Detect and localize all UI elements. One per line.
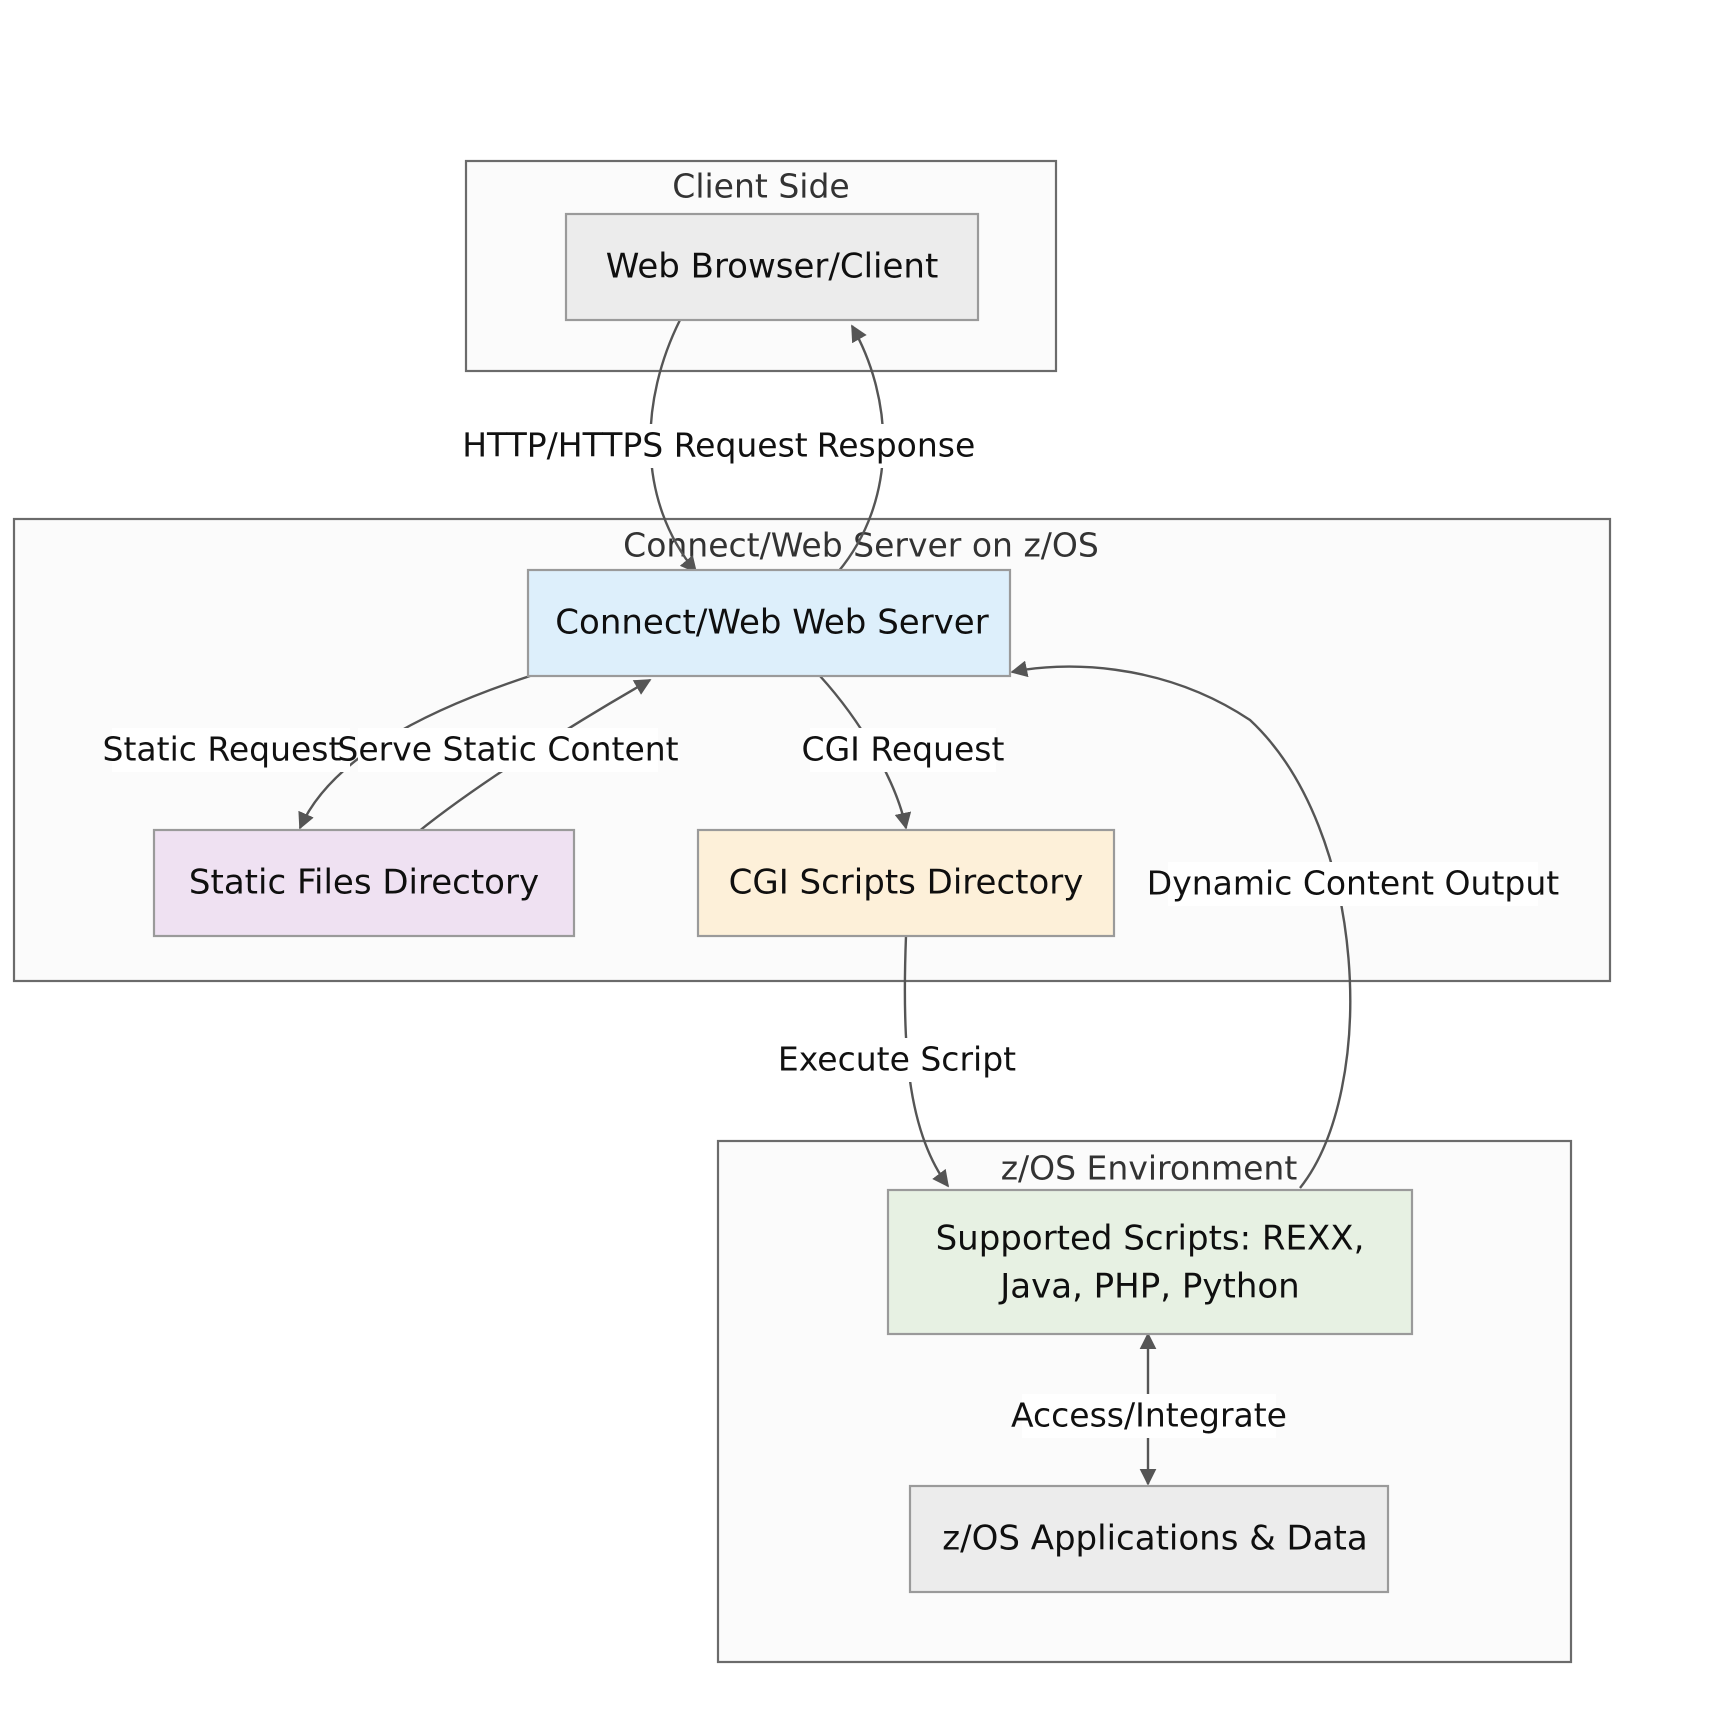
node-web-browser-client-rect[interactable]	[564, 212, 980, 322]
node-zos-applications-data-label: z/OS Applications & Data	[942, 1519, 1367, 1559]
edge-label-access-integrate: Access/Integrate	[1011, 1394, 1287, 1438]
edge-label-dynamic-content-output: Dynamic Content Output	[1147, 862, 1559, 906]
node-web-browser-client[interactable]: Web Browser/Client	[564, 212, 980, 322]
node-supported-scripts-rect[interactable]	[886, 1188, 1414, 1336]
edge-label-execute-script: Execute Script	[778, 1038, 1016, 1082]
node-static-files-directory-label: Static Files Directory	[189, 863, 539, 903]
node-zos-applications-data-rect[interactable]	[908, 1484, 1390, 1594]
node-cgi-scripts-directory-label: CGI Scripts Directory	[729, 863, 1084, 903]
node-connect-web-server[interactable]: Connect/Web Web Server	[526, 568, 1012, 678]
edge-label-response-text: Response	[817, 426, 976, 465]
edge-label-cgi-request-text: CGI Request	[802, 730, 1005, 769]
edge-label-serve-static-content-text: Serve Static Content	[337, 730, 678, 769]
edge-dynamic-content-path	[1010, 660, 1352, 1189]
node-zos-applications-data[interactable]: z/OS Applications & Data	[908, 1484, 1390, 1594]
edge-label-access-integrate-text: Access/Integrate	[1011, 1396, 1287, 1435]
edge-label-response: Response	[812, 424, 980, 468]
edge-label-static-request-text: Static Request	[103, 730, 342, 769]
node-supported-scripts-label-line1: Supported Scripts: REXX,	[936, 1219, 1365, 1259]
cluster-server-zos-title: Connect/Web Server on z/OS	[623, 526, 1099, 565]
edge-label-static-request: Static Request	[103, 728, 350, 772]
node-supported-scripts[interactable]: Supported Scripts: REXX, Java, PHP, Pyth…	[886, 1188, 1414, 1336]
edge-label-dynamic-content-output-text: Dynamic Content Output	[1147, 864, 1559, 903]
edge-label-http-request-text: HTTP/HTTPS Request	[462, 426, 808, 465]
node-cgi-scripts-directory-rect[interactable]	[696, 828, 1116, 938]
node-connect-web-server-rect[interactable]	[526, 568, 1012, 678]
cluster-client-side-title: Client Side	[672, 167, 849, 206]
edge-label-execute-script-text: Execute Script	[778, 1040, 1016, 1079]
node-supported-scripts-label-line2: Java, PHP, Python	[998, 1267, 1299, 1307]
node-web-browser-client-label: Web Browser/Client	[606, 247, 939, 287]
edge-label-http-request: HTTP/HTTPS Request	[462, 424, 808, 468]
node-cgi-scripts-directory[interactable]: CGI Scripts Directory	[696, 828, 1116, 938]
edge-label-cgi-request: CGI Request	[802, 728, 1005, 772]
node-connect-web-server-label: Connect/Web Web Server	[555, 603, 988, 643]
cluster-zos-environment-title: z/OS Environment	[1001, 1149, 1298, 1188]
node-static-files-directory[interactable]: Static Files Directory	[152, 828, 576, 938]
edge-label-serve-static-content: Serve Static Content	[337, 728, 679, 772]
node-static-files-directory-rect[interactable]	[152, 828, 576, 938]
